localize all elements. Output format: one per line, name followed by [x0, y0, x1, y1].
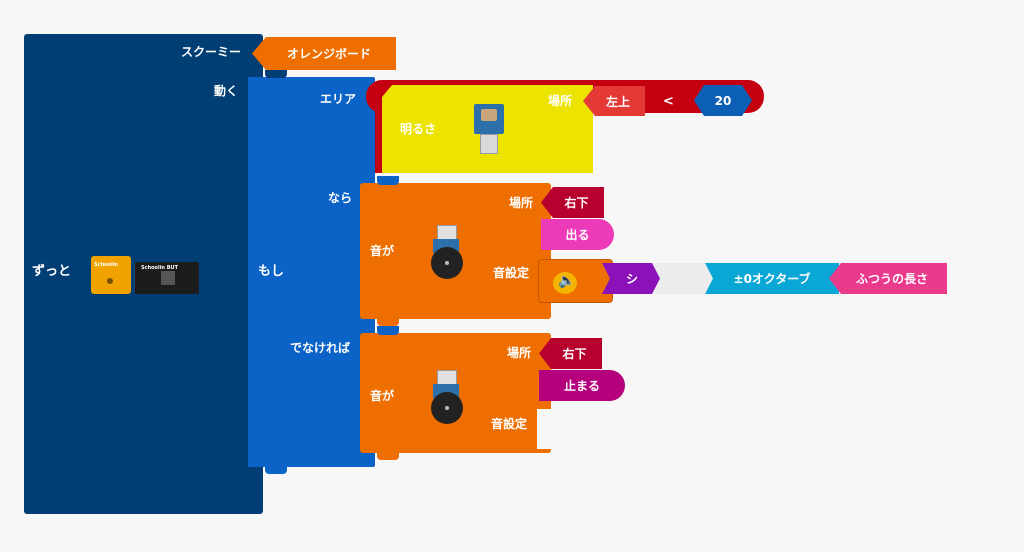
brightness-place-select[interactable]: 左上	[583, 86, 645, 116]
else-label: でなければ	[290, 341, 351, 355]
sound-then-action[interactable]: 出る	[541, 219, 614, 250]
sound-then-bottom-notch	[377, 318, 399, 326]
octave-select[interactable]: ±0オクターブ	[705, 263, 839, 294]
if-label: もし	[258, 264, 285, 279]
sound-then-action-value: 出る	[565, 228, 590, 242]
empty-slot[interactable]	[652, 263, 714, 294]
sound-else-place-label: 場所	[507, 346, 532, 360]
sound-then-setting-label: 音設定	[493, 266, 530, 280]
sound-else-label: 音が	[370, 389, 395, 403]
sound-else-action[interactable]: 止まる	[539, 370, 625, 401]
move-label: 動く	[214, 84, 239, 98]
board-selector-value: オレンジボード	[286, 47, 371, 61]
sound-else-place-select[interactable]: 右下	[539, 338, 602, 369]
motor-label: スクーミー	[181, 45, 242, 59]
brightness-label: 明るさ	[400, 122, 437, 136]
sound-then-place-select[interactable]: 右下	[541, 187, 604, 218]
then-label: なら	[328, 191, 353, 205]
light-sensor-icon	[474, 104, 504, 134]
volume-icon: 🔈	[553, 272, 577, 294]
sound-else-bottom-notch	[377, 452, 399, 460]
brightness-place-label: 場所	[548, 94, 573, 108]
condition-label: エリア	[320, 92, 357, 106]
sound-then-place-label: 場所	[509, 196, 534, 210]
board-icon: Schoolin BUT	[135, 262, 199, 294]
sound-else-slot	[537, 409, 551, 449]
light-sensor-plug	[480, 134, 498, 154]
sound-else-action-value: 止まる	[563, 379, 600, 393]
speaker-icon	[431, 225, 463, 283]
motor-notch	[265, 70, 287, 78]
note-value: シ	[625, 272, 638, 286]
sound-else-place-value: 右下	[562, 347, 587, 361]
sound-else-setting-label: 音設定	[491, 417, 528, 431]
brightness-place-value: 左上	[605, 94, 630, 109]
board-icon: Schoolin	[91, 256, 131, 294]
if-bottom-notch	[265, 466, 287, 474]
sound-then-place-value: 右下	[564, 196, 589, 210]
octave-value: ±0オクターブ	[733, 272, 811, 286]
sound-else-notch	[377, 326, 399, 335]
board-selector[interactable]: オレンジボード	[252, 37, 396, 70]
compare-operator[interactable]: <	[663, 94, 674, 109]
forever-label: ずっと	[32, 264, 72, 279]
threshold-value[interactable]: 20	[694, 85, 752, 116]
sound-then-label: 音が	[370, 244, 395, 258]
length-value: ふつうの長さ	[855, 272, 928, 286]
length-select[interactable]: ふつうの長さ	[829, 263, 947, 294]
sound-then-notch	[377, 176, 399, 185]
speaker-icon	[431, 370, 463, 428]
if-block[interactable]	[248, 77, 375, 467]
note-select[interactable]: シ	[602, 263, 662, 294]
